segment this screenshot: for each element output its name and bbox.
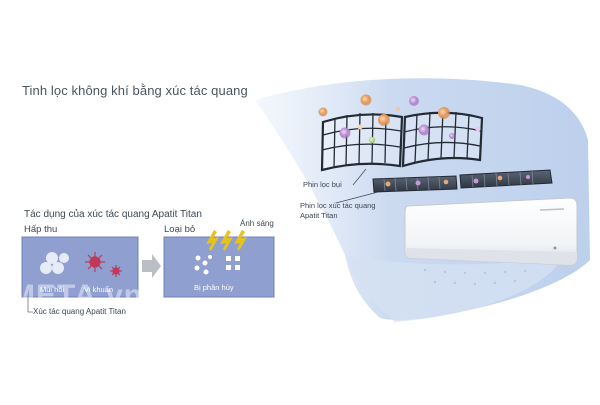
leader-line-titan-filter xyxy=(335,191,379,204)
light-bolt-icon xyxy=(206,230,247,251)
caption-bracket xyxy=(27,298,33,313)
decomposed-particles-icon xyxy=(194,255,240,275)
bacteria-label: Vi khuẩn xyxy=(84,285,114,294)
absorb-heading: Hấp thu xyxy=(24,224,58,235)
airflow-ribbon-lower xyxy=(345,255,560,322)
airborne-particles xyxy=(318,94,481,144)
odor-label: Mùi hôi xyxy=(40,285,65,294)
titan-filter xyxy=(372,169,553,193)
absorb-panel xyxy=(21,236,139,298)
process-arrow xyxy=(142,254,161,278)
remove-panel xyxy=(163,236,275,298)
titan-filter-label-line2: Apatit Titan xyxy=(300,211,338,220)
diagram-title: Tinh lọc không khí bằng xúc tác quang xyxy=(22,83,248,98)
dust-filter xyxy=(320,110,484,172)
air-conditioner-unit xyxy=(404,197,578,266)
remove-heading: Loại bỏ xyxy=(164,224,196,235)
light-label: Ánh sáng xyxy=(240,219,274,228)
dust-filter-label: Phin lọc bụi xyxy=(303,180,342,189)
output-airflow-dots xyxy=(423,268,527,286)
titan-filter-label-line1: Phin lọc xúc tác quang xyxy=(300,201,376,210)
photocatalyst-effect-title: Tác dụng của xúc tác quang Apatit Titan xyxy=(24,209,202,220)
watermark-logo: META.vn xyxy=(10,279,143,312)
decomposed-label: Bị phân hủy xyxy=(194,283,234,292)
titan-catalyst-caption: Xúc tác quang Apatit Titan xyxy=(33,307,126,316)
leader-line-dust-filter xyxy=(352,168,367,186)
odor-molecule-icon xyxy=(40,252,69,274)
bacteria-icon xyxy=(85,252,122,277)
